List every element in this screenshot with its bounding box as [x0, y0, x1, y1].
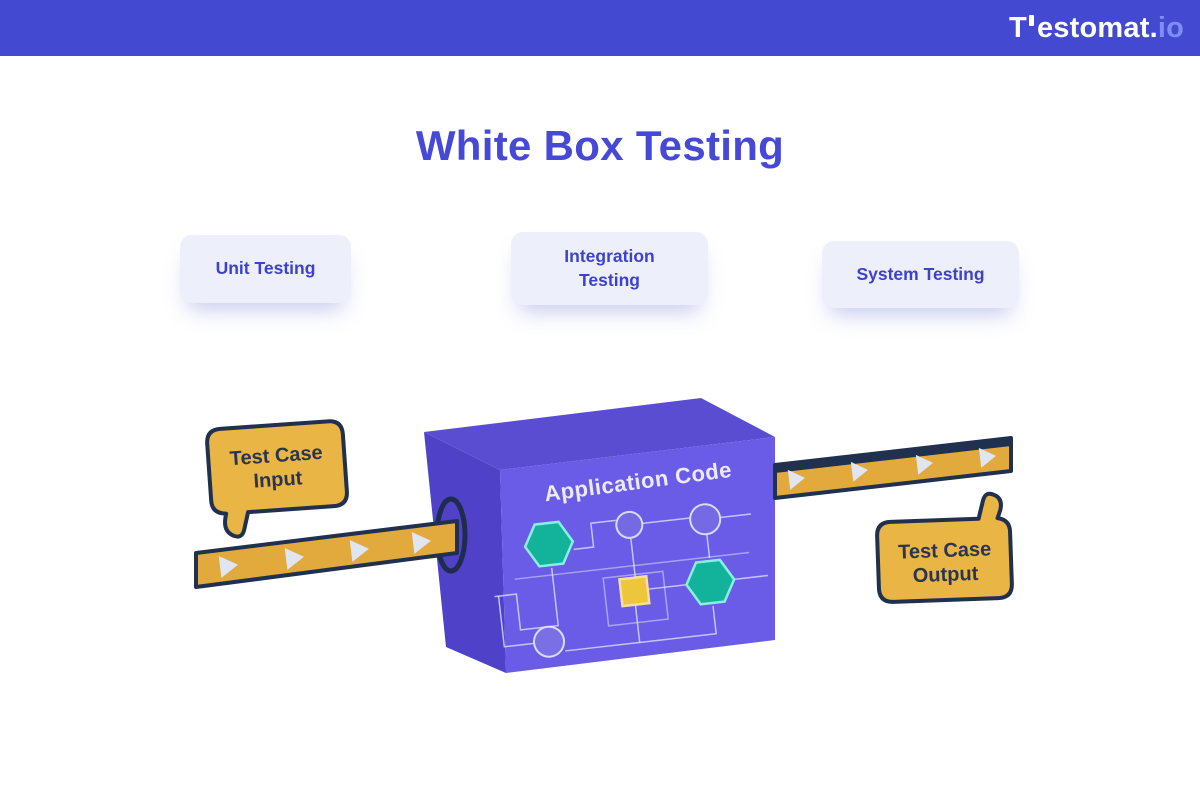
- input-bubble: Test Case Input: [205, 419, 349, 539]
- square-node: [618, 574, 651, 608]
- card-integration-testing: Integration Testing: [511, 232, 708, 305]
- arrow-right-icon: [284, 548, 304, 570]
- flow-line: [642, 517, 691, 525]
- output-bar-top-edge: [775, 438, 1011, 473]
- output-arrows: [787, 447, 996, 490]
- card-unit-testing-label: Unit Testing: [215, 258, 316, 279]
- input-bar: [194, 519, 459, 589]
- card-unit-testing: Unit Testing: [180, 235, 351, 303]
- arrow-right-icon: [349, 540, 369, 562]
- arrow-right-icon: [411, 532, 431, 554]
- input-bubble-shape: [205, 419, 349, 539]
- input-arrows: [218, 532, 431, 578]
- output-bubble: Test Case Output: [875, 491, 1014, 604]
- arrow-right-icon: [978, 447, 996, 468]
- flow-line: [646, 584, 687, 591]
- flow-rect: [602, 570, 670, 627]
- arrow-right-icon: [850, 461, 868, 482]
- input-bubble-line2: Input: [253, 467, 304, 492]
- flow-line: [719, 513, 751, 519]
- logo-text-rest: estomat.: [1036, 11, 1158, 44]
- output-bar: [773, 436, 1013, 500]
- card-integration-testing-label: Integration Testing: [564, 245, 655, 290]
- card-system-testing-label: System Testing: [856, 263, 985, 284]
- flow-line: [630, 537, 637, 578]
- circle-node: [615, 510, 644, 539]
- output-bubble-line2: Output: [912, 563, 979, 587]
- hexagon-node: [685, 558, 736, 606]
- box-top-face: [424, 398, 775, 470]
- page-title: White Box Testing: [415, 122, 785, 169]
- arrow-right-icon: [787, 469, 805, 490]
- logo-text-io: io: [1157, 11, 1184, 44]
- arrow-right-icon: [218, 556, 238, 578]
- circle-node: [533, 625, 566, 658]
- flow-line: [706, 534, 711, 559]
- flow-line: [573, 519, 616, 551]
- circle-node: [689, 503, 722, 536]
- card-system-testing: System Testing: [822, 241, 1019, 308]
- flow-line: [494, 567, 560, 631]
- white-box-illustration: Application Code Test Case Input Test Ca…: [194, 398, 1014, 673]
- arrow-right-icon: [915, 454, 933, 475]
- flowchart-group: [494, 503, 769, 658]
- flow-line: [514, 551, 750, 580]
- logo-tick-icon: [1028, 14, 1034, 26]
- flow-line: [734, 574, 769, 581]
- output-bubble-shape: [875, 491, 1014, 604]
- output-bubble-line1: Test Case: [898, 538, 992, 563]
- box-front-face: [500, 437, 775, 673]
- hexagon-node: [523, 520, 575, 568]
- logo-text-t: T: [1009, 11, 1027, 44]
- flow-line: [565, 605, 718, 652]
- flow-line: [497, 596, 535, 648]
